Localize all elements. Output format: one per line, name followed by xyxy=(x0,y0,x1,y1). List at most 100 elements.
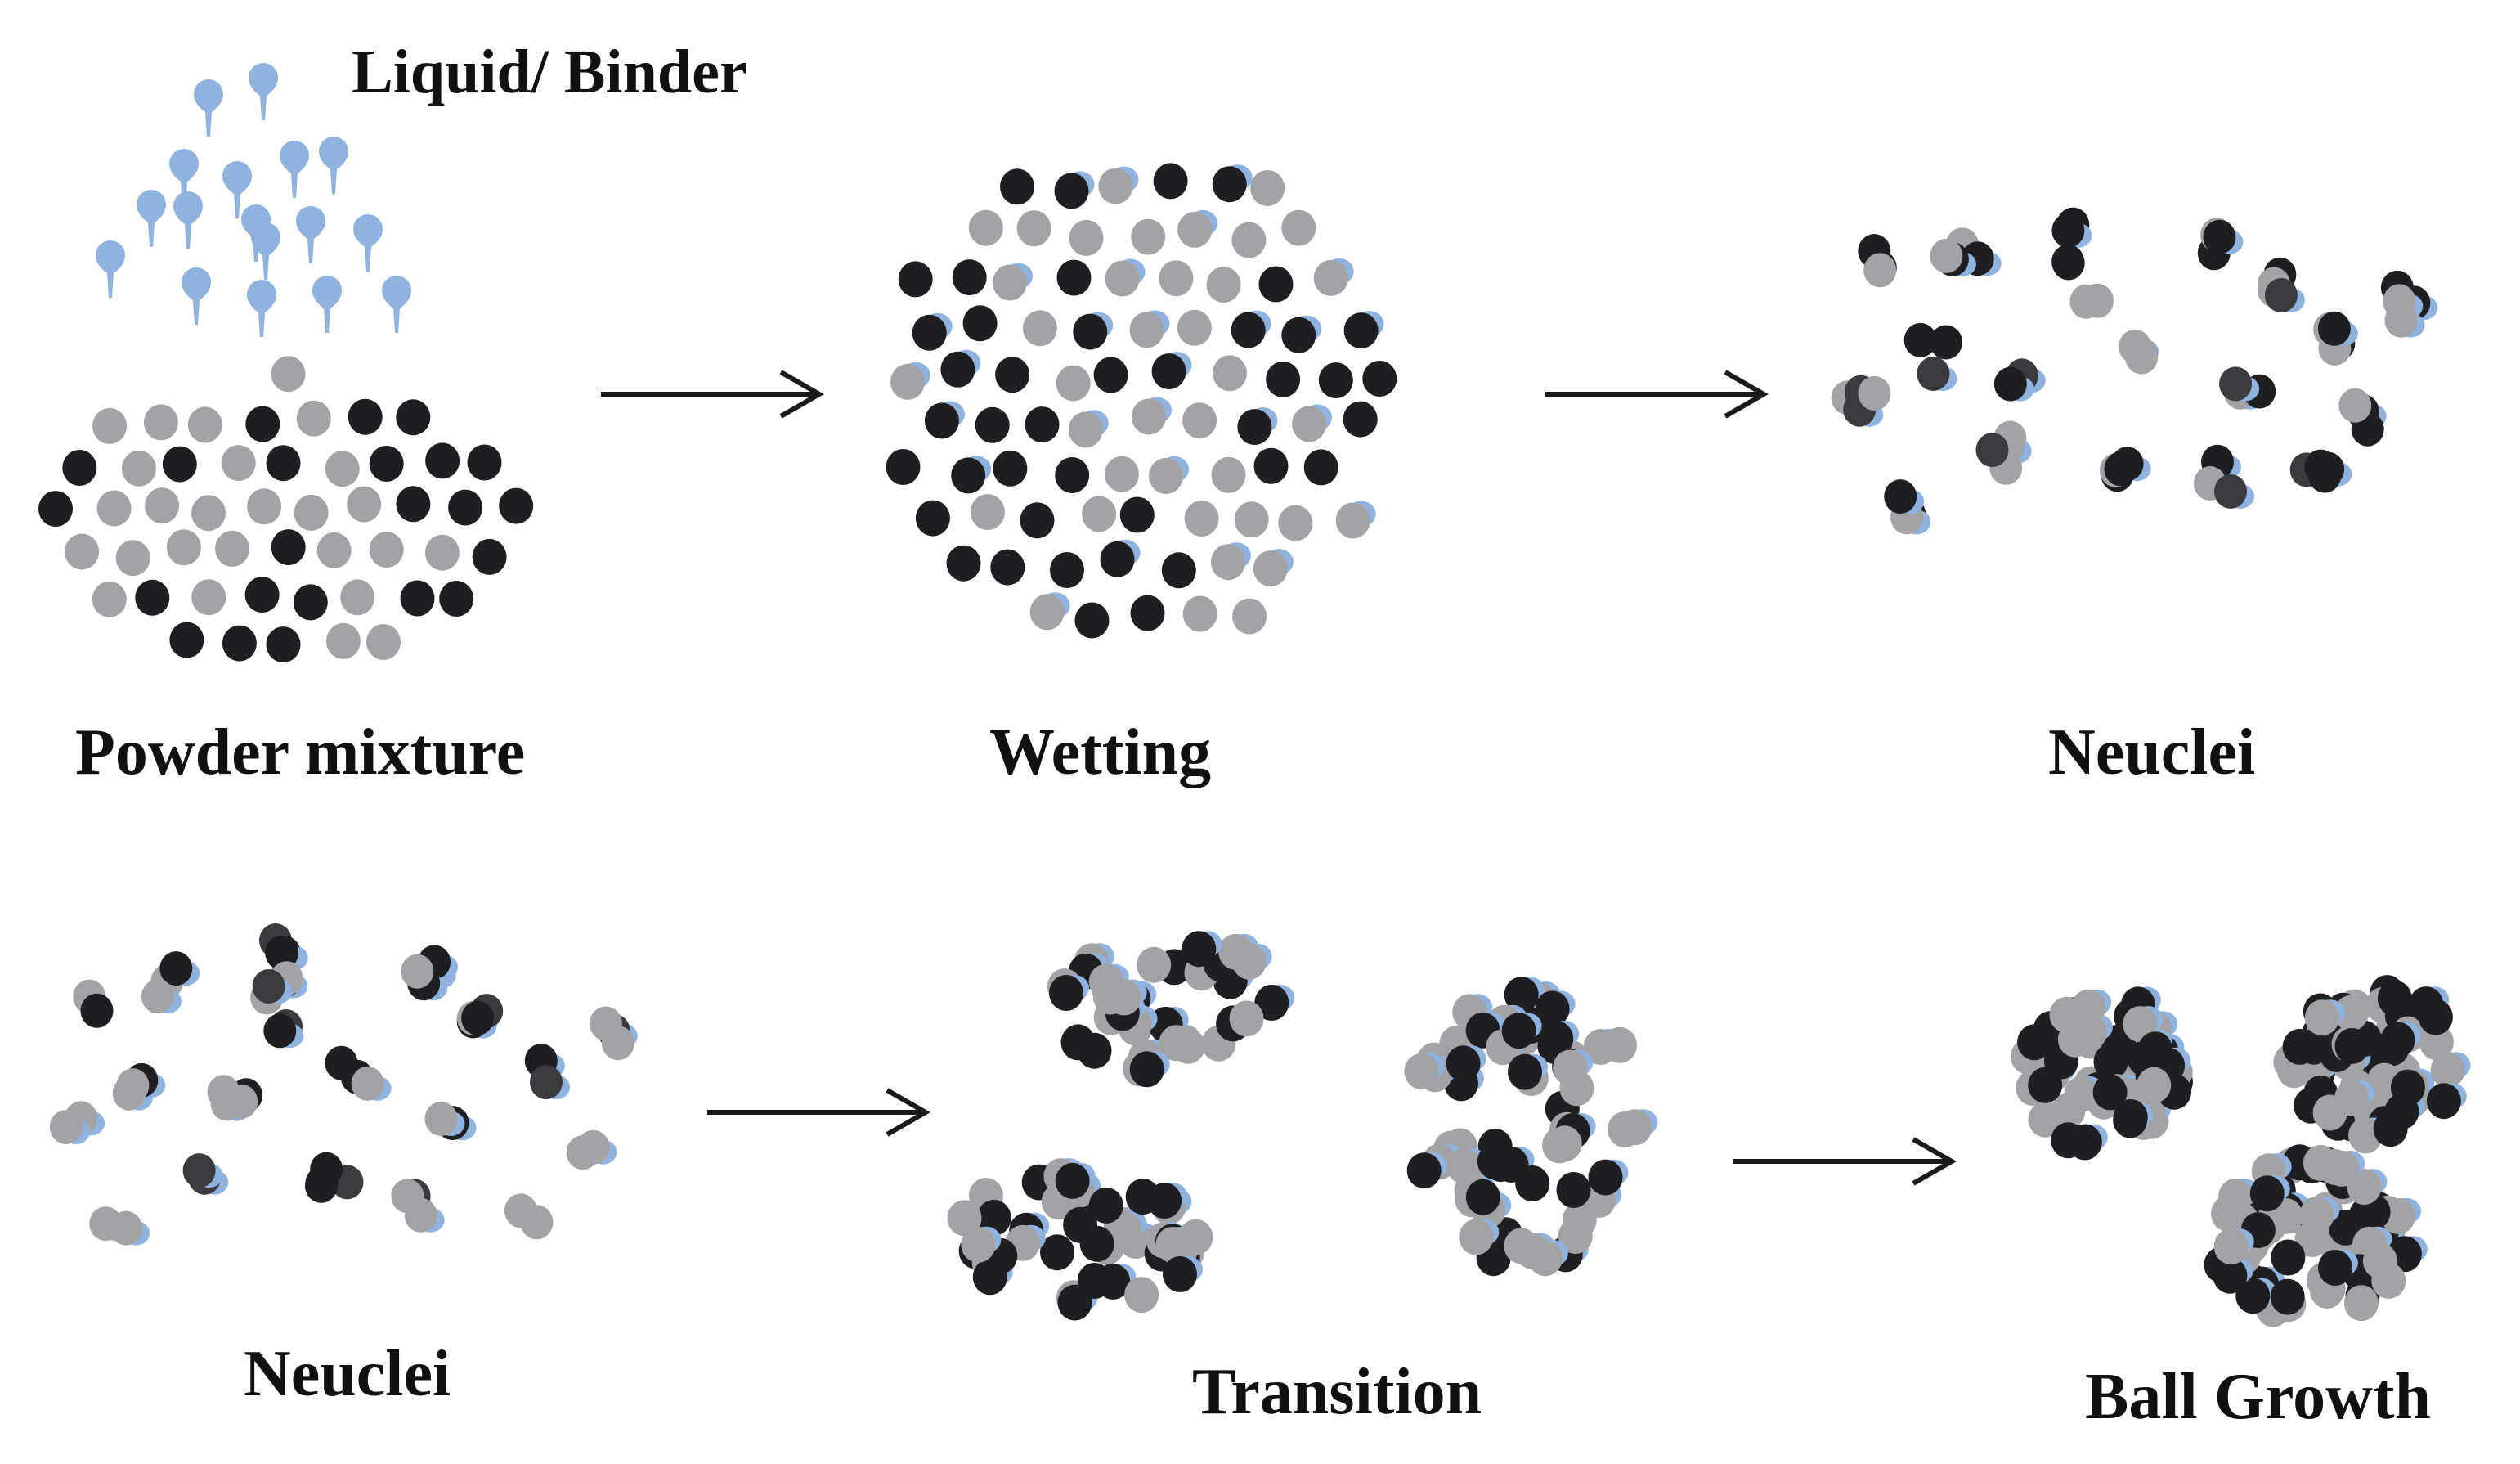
nuclei-bottom-label: Neuclei xyxy=(244,1338,451,1410)
transition-particle xyxy=(1254,985,1289,1021)
transition-particle xyxy=(1092,978,1128,1015)
wetted-particle xyxy=(1237,409,1272,446)
wetted-particle xyxy=(1025,406,1060,443)
transition-particle xyxy=(961,1226,996,1263)
granule-particle xyxy=(2380,1022,2415,1058)
transition-particle xyxy=(1446,1148,1482,1185)
nucleus-particle xyxy=(1930,238,1963,273)
powder-particle xyxy=(325,622,361,659)
transition-particle xyxy=(1055,1162,1090,1199)
transition-particle xyxy=(1588,1159,1623,1196)
binder-droplet xyxy=(247,280,276,337)
binder-droplet xyxy=(169,149,199,206)
powder-particle xyxy=(121,450,156,487)
wetted-particle xyxy=(1151,353,1186,390)
transition-particle xyxy=(1508,1053,1542,1090)
binder-droplet xyxy=(222,160,252,218)
powder-mixture-particles xyxy=(38,356,534,663)
binder-droplets xyxy=(96,63,411,337)
wetted-particle xyxy=(1056,365,1091,402)
nucleus-particle xyxy=(2203,219,2236,254)
transition-particle xyxy=(1229,1000,1264,1037)
granule-particle xyxy=(2071,989,2106,1026)
granule-particle xyxy=(2334,1028,2370,1064)
nucleus-particle xyxy=(391,1179,424,1214)
arrow-wetting-to-nuclei xyxy=(1545,370,1769,419)
granule-particle xyxy=(2426,1083,2461,1120)
powder-particle xyxy=(135,579,170,616)
nucleus-particle xyxy=(49,1110,83,1144)
nucleus-particle xyxy=(1975,433,2009,468)
nucleus-particle xyxy=(1917,357,1950,391)
wetted-particle xyxy=(946,545,981,582)
transition-particle xyxy=(1535,990,1570,1027)
transition-particle xyxy=(1077,1263,1112,1299)
wetted-particle xyxy=(898,261,933,298)
wetted-particle xyxy=(1266,361,1301,397)
transition-particle xyxy=(1477,1143,1512,1180)
nucleus-particle xyxy=(116,1068,150,1103)
granule-particle xyxy=(2113,1099,2148,1135)
powder-particle xyxy=(92,407,128,444)
nucleus-particle xyxy=(2264,278,2298,312)
wetted-particle xyxy=(951,457,986,494)
wetted-particle xyxy=(1212,166,1247,203)
wetted-particle xyxy=(1016,210,1051,247)
transition-particle xyxy=(1163,1256,1197,1292)
powder-particle xyxy=(187,406,222,443)
powder-particle xyxy=(425,442,460,479)
powder-particle xyxy=(166,529,201,566)
transition-particle xyxy=(1170,1027,1205,1064)
nucleus-particle xyxy=(461,1000,495,1035)
nucleus-particle xyxy=(351,1066,384,1101)
nucleus-particle xyxy=(225,1084,258,1119)
transition-particle xyxy=(1553,1049,1588,1086)
transition-particle xyxy=(1129,1051,1164,1088)
nucleus-particle xyxy=(110,1210,143,1246)
nucleus-particle xyxy=(530,1065,563,1100)
powder-particle xyxy=(396,399,431,436)
nucleus-particle xyxy=(141,979,174,1014)
wetted-particle xyxy=(924,402,959,439)
binder-droplet xyxy=(296,206,325,263)
wetted-particle xyxy=(1161,552,1196,589)
transition-particle xyxy=(947,1200,982,1237)
wetted-particle xyxy=(1281,317,1316,353)
powder-particle xyxy=(424,534,460,571)
wetted-particle xyxy=(1335,502,1370,539)
nucleus-particle xyxy=(2124,336,2158,371)
powder-particle xyxy=(221,445,256,482)
powder-particle xyxy=(296,400,331,437)
transition-particle xyxy=(1556,1172,1591,1208)
granule-particle xyxy=(2017,1024,2052,1061)
transition-particle xyxy=(1124,1277,1159,1314)
granule-particle xyxy=(2304,999,2339,1036)
nucleus-particle xyxy=(252,969,285,1004)
wetted-particle xyxy=(1281,209,1316,246)
nucleus-particle xyxy=(1903,322,1937,357)
nucleus-particle xyxy=(2104,451,2137,487)
nucleus-particle xyxy=(589,1006,622,1041)
wetted-particle xyxy=(1253,447,1289,484)
granule-particle xyxy=(2271,1239,2306,1276)
wetted-particle xyxy=(1318,362,1353,399)
nucleus-particle xyxy=(1930,325,1962,360)
nucleus-particle xyxy=(263,1013,297,1049)
granule-particle xyxy=(2051,1122,2086,1159)
nuclei-top-particles xyxy=(1831,207,2438,535)
granule-particle xyxy=(2334,1080,2370,1116)
binder-droplet xyxy=(251,222,280,280)
nucleus-particle xyxy=(2219,366,2253,402)
nuclei-bottom-particles xyxy=(49,923,638,1246)
powder-particle xyxy=(316,532,352,568)
nuclei-top-label: Neuclei xyxy=(2048,716,2256,788)
powder-particle xyxy=(38,491,73,528)
ball-growth-particles xyxy=(2011,975,2471,1327)
nucleus-particle xyxy=(2069,284,2103,319)
granule-particle xyxy=(2093,1044,2128,1080)
transition-particle xyxy=(1504,1228,1539,1264)
arrow-powder-to-wetting xyxy=(601,370,825,419)
wetted-particle xyxy=(1232,598,1267,635)
wetted-particle xyxy=(1182,402,1217,439)
